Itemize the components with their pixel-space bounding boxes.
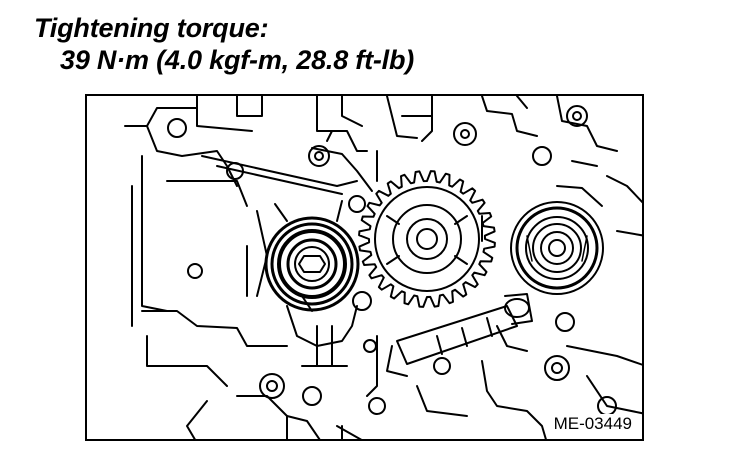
torque-value: 39 N·m (4.0 kgf-m, 28.8 ft-lb) [60, 45, 415, 75]
idler-pulley [510, 201, 604, 295]
figure-code: ME-03449 [551, 414, 634, 434]
bottom-bosses [286, 325, 348, 439]
engine-illustration [124, 96, 642, 439]
engine-illustration-frame: ME-03449 [85, 94, 644, 441]
bolt-holes [167, 105, 617, 416]
tensioner-rod [386, 293, 533, 377]
torque-spec: Tightening torque: 39 N·m (4.0 kgf-m, 28… [34, 12, 414, 76]
torque-heading: Tightening torque: [34, 13, 269, 43]
tensioner-pulley [264, 200, 360, 312]
cam-sprocket [358, 170, 496, 308]
